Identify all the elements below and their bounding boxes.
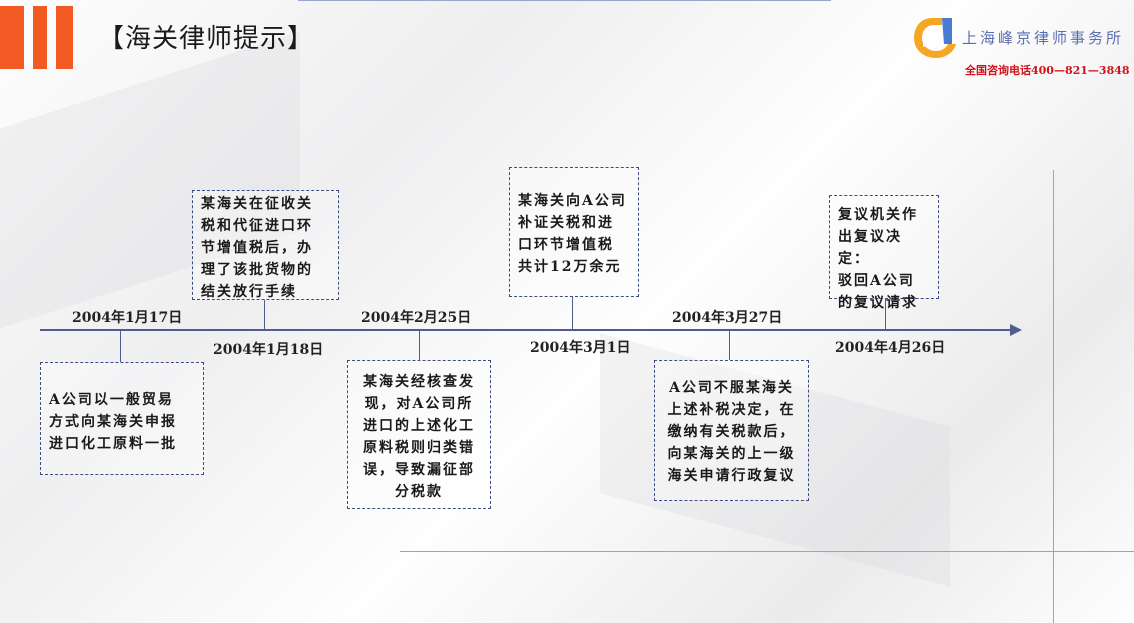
event-box: A公司以一般贸易 方式向某海关申报 进口化工原料一批 [40,362,204,475]
accent-bar [33,6,47,69]
event-box: 某海关向A公司 补证关税和进 口环节增值税 共计12万余元 [509,167,639,297]
timeline-tick [120,330,121,362]
decor-line-vertical [1053,170,1054,623]
date-label: 2004年1月18日 [213,342,324,358]
page-title: 【海关律师提示】 [98,24,315,54]
event-box: 某海关经核查发 现，对A公司所 进口的上述化工 原料税则归类错 误，导致漏征部 … [347,360,491,509]
decor-line-horizontal [400,551,1134,552]
date-label: 2004年3月27日 [672,310,783,326]
firm-logo-icon: 峰 [912,14,960,64]
date-label: 2004年4月26日 [835,340,946,356]
svg-text:峰: 峰 [922,33,937,51]
timeline-arrowhead [1010,324,1022,336]
accent-bar [56,6,73,69]
firm-name: 上海峰京律师事务所 [962,29,1125,47]
date-label: 2004年2月25日 [361,310,472,326]
accent-bar [0,6,24,69]
date-label: 2004年3月1日 [530,340,631,356]
event-box: 复议机关作 出复议决定： 驳回A公司 的复议请求 [829,195,939,311]
timeline-tick [729,330,730,360]
date-label: 2004年1月17日 [72,310,183,326]
top-rule [298,0,831,1]
timeline-axis [40,329,1016,331]
timeline-tick [885,299,886,330]
timeline-tick [264,300,265,330]
consult-phone: 全国咨询电话400—821—3848 [965,64,1130,77]
timeline-tick [419,330,420,360]
event-box: 某海关在征收关 税和代征进口环 节增值税后，办 理了该批货物的 结关放行手续 [192,190,339,300]
event-box: A公司不服某海关 上述补税决定，在 缴纳有关税款后， 向某海关的上一级 海关申请… [654,360,809,501]
timeline-tick [572,297,573,330]
